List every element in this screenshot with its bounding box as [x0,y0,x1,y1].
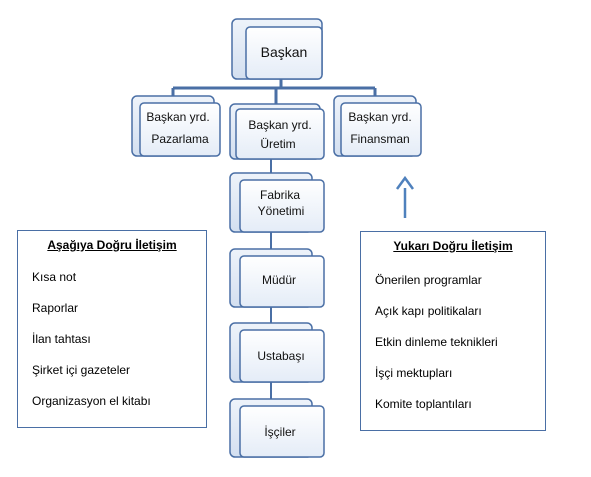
upward-item: Açık kapı politikaları [375,304,482,318]
upward-item: Etkin dinleme teknikleri [375,335,498,349]
node-fabrika-line2: Yönetimi [258,204,305,218]
node-ustabasi-label: Ustabaşı [257,349,304,363]
downward-communication-panel: Aşağıya Doğru İletişim Kısa not Raporlar… [17,230,207,428]
downward-item: Şirket içi gazeteler [32,363,131,377]
node-baskan-label: Başkan [261,44,308,60]
node-baskan: Başkan [231,18,323,80]
node-vp-finansman-line2: Finansman [350,132,409,146]
node-vp-finansman-line1: Başkan yrd. [348,110,411,124]
downward-communication-title: Aşağıya Doğru İletişim [47,238,177,252]
node-vp-pazarlama: Başkan yrd. Pazarlama [131,95,221,157]
connectors [171,79,377,104]
downward-item: Kısa not [32,270,77,284]
upward-item: Komite toplantıları [375,397,472,411]
node-isciler-label: İşçiler [264,425,295,439]
downward-item: İlan tahtası [32,332,91,346]
node-mudur: Müdür [229,248,325,308]
node-isciler: İşçiler [229,398,325,458]
downward-item: Organizasyon el kitabı [32,394,151,408]
upward-item: İşçi mektupları [375,366,453,380]
node-vp-uretim: Başkan yrd. Üretim [229,103,325,160]
node-fabrika-line1: Fabrika [260,188,300,202]
upward-item: Önerilen programlar [375,273,482,287]
node-mudur-label: Müdür [262,273,296,287]
node-vp-uretim-line2: Üretim [260,137,295,151]
upward-communication-panel: Yukarı Doğru İletişim Önerilen programla… [360,231,546,431]
upward-communication-title: Yukarı Doğru İletişim [393,239,513,253]
node-vp-uretim-line1: Başkan yrd. [248,118,311,132]
node-vp-pazarlama-line1: Başkan yrd. [146,110,209,124]
node-fabrika-yonetimi: Fabrika Yönetimi [229,172,325,233]
downward-item: Raporlar [32,301,79,315]
upward-arrow-icon [395,175,415,218]
node-vp-finansman: Başkan yrd. Finansman [333,95,422,157]
node-vp-pazarlama-line2: Pazarlama [151,132,209,146]
node-ustabasi: Ustabaşı [229,322,325,383]
